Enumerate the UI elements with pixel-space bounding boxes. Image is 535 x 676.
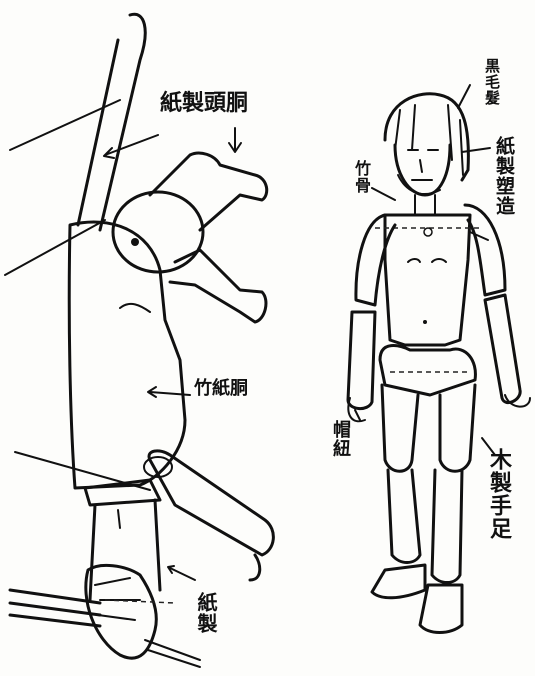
arrow-cord: [355, 410, 360, 420]
neck: [415, 195, 435, 215]
shin-right: [432, 470, 462, 583]
hair-strands: [395, 105, 463, 175]
thigh-left-right-fig: [382, 385, 418, 471]
label-paper-head-torso: 紙製頭胴: [160, 92, 248, 114]
label-paper-modeled: 紙製塑造: [494, 136, 513, 216]
shin-left: [388, 470, 420, 563]
hips: [380, 346, 475, 395]
label-paper: 紙製: [196, 592, 216, 634]
arrow-head: [462, 148, 490, 152]
arrow-shoulder: [470, 232, 488, 240]
chest-marks: [408, 259, 446, 262]
torso-right: [385, 215, 470, 345]
arrow-bamboo: [372, 188, 395, 200]
leg-mark: [118, 510, 120, 528]
rod-top-inner: [78, 40, 118, 225]
label-black-hair: 黒毛髮: [484, 58, 499, 106]
foot-right-right-fig: [420, 585, 462, 633]
foot-left-right-fig: [372, 565, 425, 598]
arm-lower-left: [348, 312, 375, 409]
label-hat-cord: 帽紐: [331, 420, 349, 458]
navel: [423, 320, 427, 324]
label-bamboo-paper-torso: 竹紙胴: [194, 380, 248, 398]
chest-line: [120, 304, 150, 312]
lower-arm: [170, 250, 266, 322]
rod-top: [100, 14, 145, 230]
arm-lower-right: [485, 295, 520, 403]
joint-pin: [131, 238, 139, 246]
label-bamboo-bone: 竹骨: [353, 160, 369, 194]
arrow-bottom: [168, 566, 195, 580]
arrow-hair: [458, 85, 470, 108]
head-hatching: [95, 578, 140, 620]
thigh-right-right-fig: [440, 385, 475, 471]
string-line-1: [10, 100, 120, 150]
face-features: [408, 150, 438, 180]
hip-block: [85, 480, 160, 505]
label-wooden-limbs: 木製手足: [488, 448, 510, 540]
thigh: [149, 451, 273, 555]
foot-left: [250, 555, 260, 580]
neck-ring: [424, 228, 432, 236]
arrow-rod: [104, 135, 158, 158]
arrow-top: [229, 128, 241, 152]
leg-lines: [90, 500, 160, 600]
rod-bottom-right: [145, 640, 200, 667]
string-line-2: [5, 220, 105, 275]
